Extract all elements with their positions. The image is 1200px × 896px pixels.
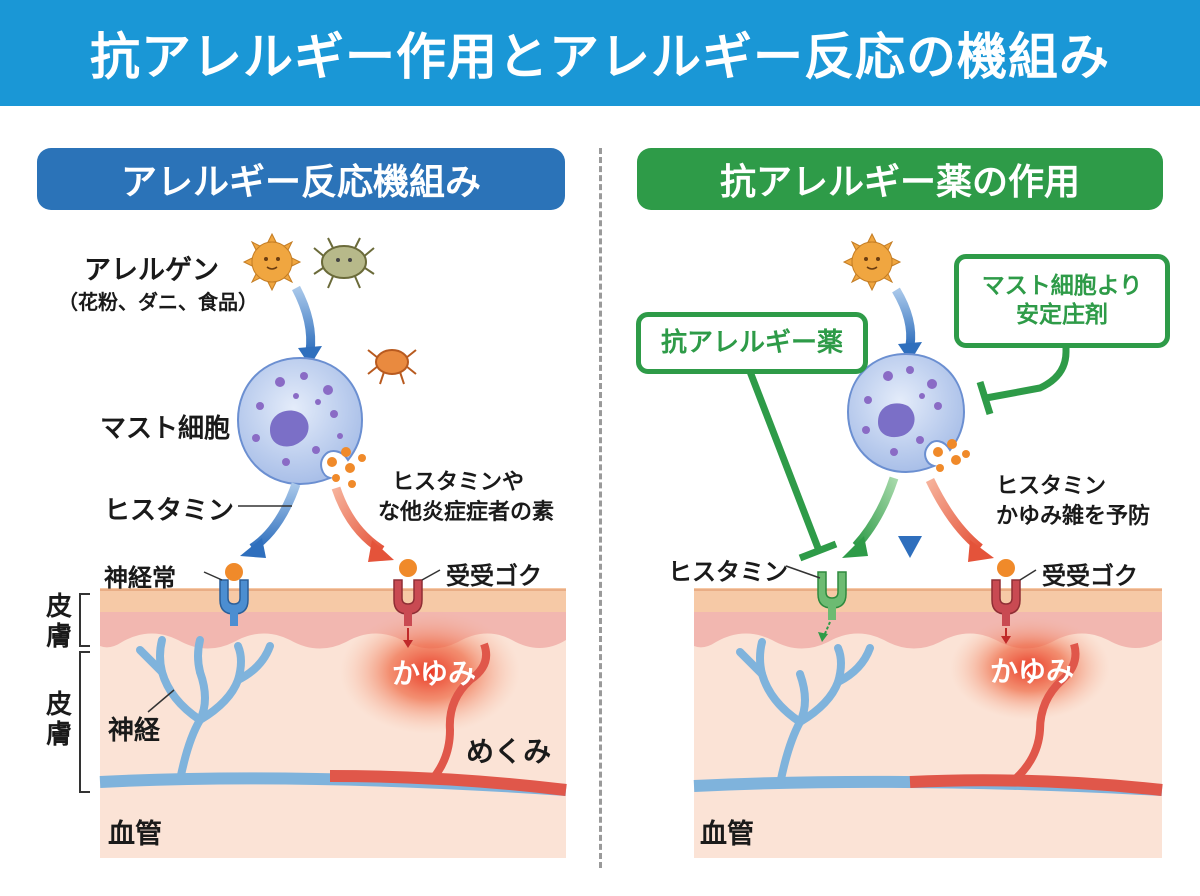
stabilizer-line1: マスト細胞より bbox=[981, 273, 1143, 300]
drug-inhibit-bar bbox=[798, 540, 838, 562]
receptor-icon-blocked bbox=[817, 571, 847, 642]
allergen-arrow bbox=[292, 285, 316, 353]
nerve-receptor-label: 神経常 bbox=[104, 564, 176, 592]
nerve-label: 神経 bbox=[108, 716, 161, 746]
mast-cell-stabilizer-box: マスト細胞より 安定庄剤 bbox=[954, 254, 1170, 348]
skin-layer-label-top: 皮膚 bbox=[45, 592, 72, 652]
layer-brackets-left bbox=[79, 593, 90, 793]
right-panel-header: 抗アレルギー薬の作用 bbox=[637, 148, 1163, 210]
histamine-label-right: ヒスタミン bbox=[668, 558, 788, 586]
prevent-label-line2: かゆみ雑を予防 bbox=[996, 504, 1151, 529]
nerve-icon-left bbox=[136, 636, 274, 784]
antiallergy-drug-box: 抗アレルギー薬 bbox=[636, 312, 868, 374]
allergen-label: アレルゲン bbox=[84, 255, 219, 286]
mediator-label-line2: な他炎症症者の素 bbox=[378, 500, 555, 525]
stabilizer-line2: 安定庄剤 bbox=[1016, 302, 1108, 328]
granules-left bbox=[327, 447, 366, 488]
receptor-icon-left bbox=[393, 559, 423, 648]
allergen-arrow-right bbox=[892, 287, 916, 347]
itch-glow-right bbox=[950, 616, 1110, 720]
stabilizer-inhibit-line bbox=[985, 336, 1070, 402]
pollen-icon-right bbox=[842, 232, 902, 292]
receptor-label-right: 受受ゴク bbox=[1042, 562, 1138, 590]
vessel-label-left: 血管 bbox=[108, 819, 162, 850]
mast-cell-label: マスト細胞 bbox=[100, 414, 231, 444]
drug-inhibit-line bbox=[740, 354, 822, 550]
receptor-icon-right bbox=[991, 559, 1021, 644]
title-banner: 抗アレルギー作用とアレルギー反応の機組み bbox=[0, 0, 1200, 106]
mediator-arrow-right bbox=[925, 478, 983, 552]
histamine-label-left: ヒスタミン bbox=[104, 496, 235, 526]
stabilizer-inhibit-bar bbox=[976, 380, 994, 416]
panel-divider bbox=[599, 148, 602, 868]
histamine-arrow-left bbox=[249, 482, 301, 552]
nerve-icon-right bbox=[736, 638, 874, 788]
left-skin-section bbox=[100, 588, 566, 858]
blood-vessel-right bbox=[693, 642, 1163, 796]
prevent-label-line1: ヒスタミン bbox=[996, 474, 1107, 499]
pollen-icon-left bbox=[242, 232, 302, 292]
vessel-label-right: 血管 bbox=[700, 819, 754, 850]
dust-mite-icon bbox=[313, 237, 375, 289]
mite-icon-orange bbox=[367, 349, 417, 385]
granules-right bbox=[933, 439, 970, 472]
blood-vessel-left bbox=[99, 642, 567, 796]
right-skin-section bbox=[694, 588, 1162, 858]
mediator-arrow-left bbox=[331, 486, 385, 554]
itch-glow-left bbox=[340, 610, 520, 734]
page-title: 抗アレルギー作用とアレルギー反応の機組み bbox=[90, 28, 1110, 86]
nerve-receptor-icon bbox=[219, 563, 249, 626]
itch-label-right: かゆみ bbox=[990, 655, 1075, 688]
mast-cell-icon-left bbox=[236, 356, 364, 486]
skin-layer-label-bottom: 皮膚 bbox=[45, 690, 72, 750]
receptor-label-left: 受受ゴク bbox=[446, 562, 542, 590]
histamine-arrow-green bbox=[852, 476, 899, 550]
itch-label-left: かゆみ bbox=[392, 657, 477, 690]
meguri-label: めくみ bbox=[466, 735, 552, 768]
mediator-label-line1: ヒスタミンや bbox=[392, 470, 525, 495]
mast-cell-icon-right bbox=[846, 352, 966, 474]
left-panel-header: アレルギー反応機組み bbox=[37, 148, 565, 210]
allergen-sub-label: （花粉、ダニ、食品） bbox=[58, 290, 258, 314]
